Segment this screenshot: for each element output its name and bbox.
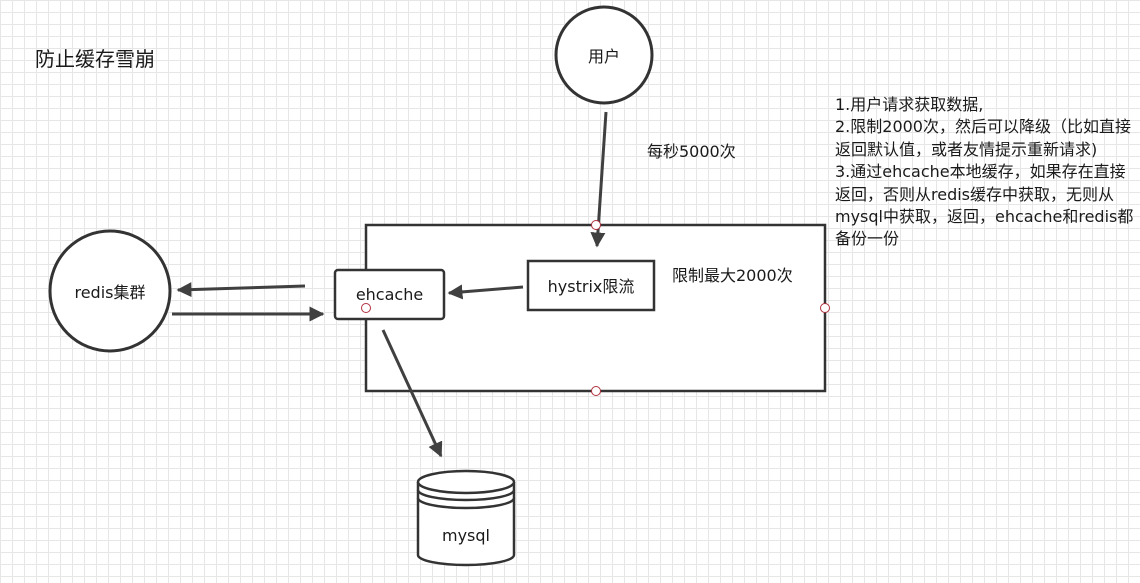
rate-label: 每秒5000次 <box>647 142 736 161</box>
note-line: 1.用户请求获取数据, <box>835 95 984 114</box>
connection-handle[interactable] <box>820 303 830 313</box>
mysql-node <box>416 469 516 567</box>
connection-handle[interactable] <box>591 220 601 230</box>
redis-label: redis集群 <box>74 283 146 302</box>
connection-handle[interactable] <box>361 303 371 313</box>
arrow-ehcache-to-redis <box>176 282 306 298</box>
hystrix-node <box>526 259 656 312</box>
page-title: 防止缓存雪崩 <box>35 47 155 71</box>
limit-label: 限制最大2000次 <box>672 266 793 285</box>
notes-text: 1.用户请求获取数据, 2.限制2000次，然后可以降级（比如直接返回默认值，或… <box>835 94 1140 251</box>
redis-node <box>48 229 172 353</box>
note-line: 2.限制2000次，然后可以降级（比如直接返回默认值，或者友情提示重新请求) <box>835 117 1131 159</box>
arrow-hystrix-to-ehcache <box>447 284 524 300</box>
user-label: 用户 <box>587 47 620 66</box>
connection-handle[interactable] <box>591 386 601 396</box>
user-node <box>554 5 654 105</box>
arrow-ehcache-to-mysql <box>381 329 443 458</box>
mysql-label: mysql <box>442 525 490 545</box>
note-line: 3.通过ehcache本地缓存，如果存在直接返回，否则从redis缓存中获取，无… <box>835 162 1134 249</box>
ehcache-label: ehcache <box>355 284 424 304</box>
hystrix-label: hystrix限流 <box>547 277 635 296</box>
